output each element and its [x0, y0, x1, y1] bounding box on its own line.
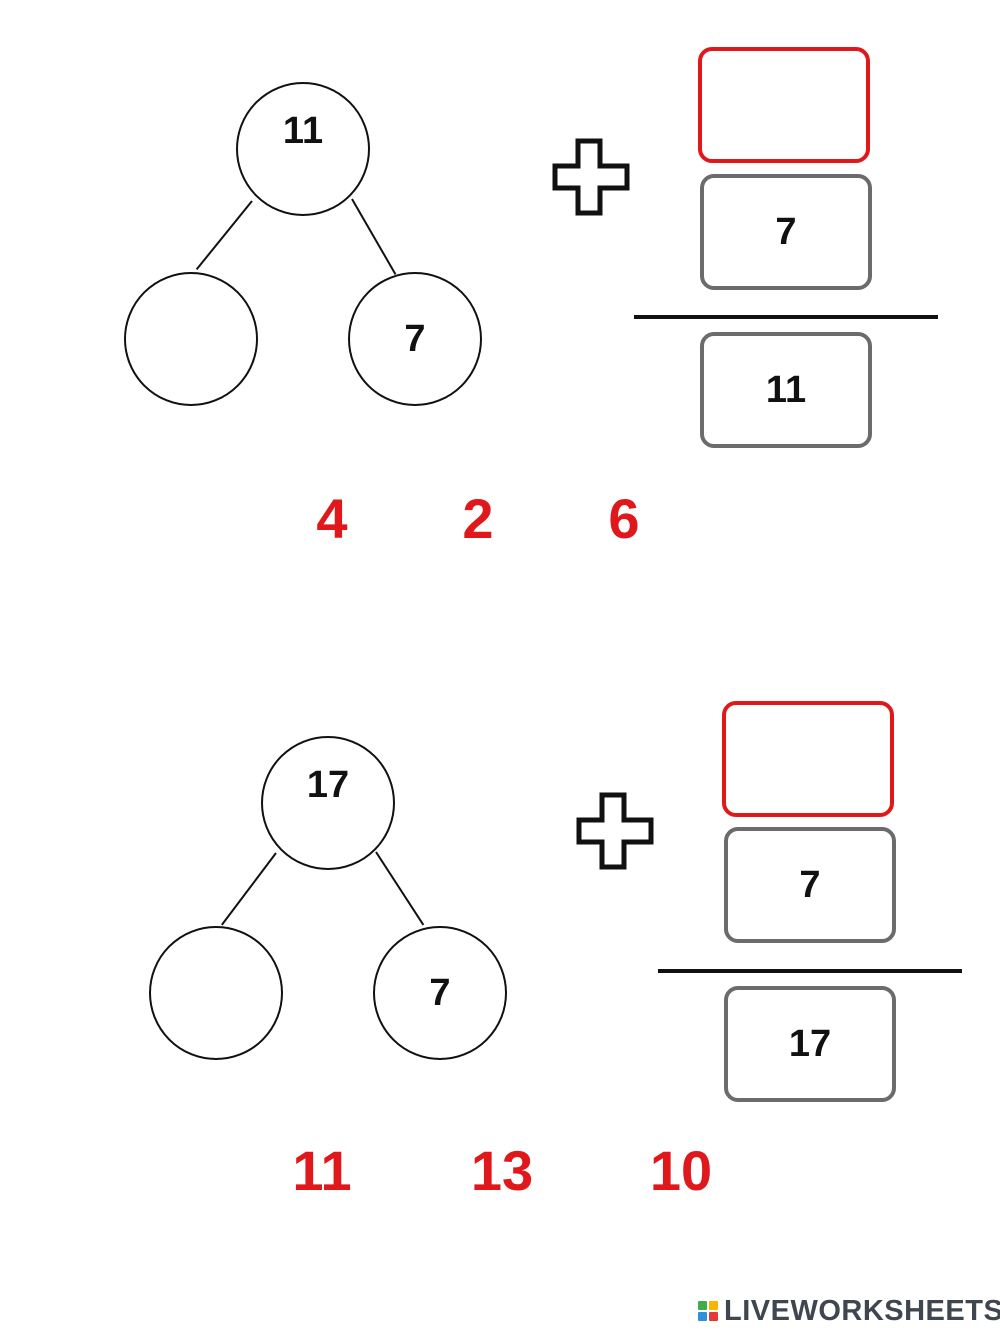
addend-given-box: 7: [724, 827, 896, 943]
logo-square: [698, 1312, 707, 1321]
bond-connector-right: [351, 198, 397, 275]
answer-option[interactable]: 10: [649, 1139, 713, 1202]
answer-option[interactable]: 11: [292, 1139, 352, 1202]
whole-value: 11: [282, 109, 324, 152]
sum-box: 17: [724, 986, 896, 1102]
sum-value: 17: [788, 1022, 832, 1065]
part-circle-missing[interactable]: [149, 926, 283, 1060]
plus-icon: [576, 792, 654, 870]
part-circle-missing[interactable]: [124, 272, 258, 406]
addend-given-value: 7: [775, 210, 797, 253]
whole-value: 17: [306, 763, 350, 806]
logo-square: [709, 1301, 718, 1310]
known-part-value: 7: [429, 971, 451, 1014]
whole-circle: 11: [236, 82, 370, 216]
whole-circle: 17: [261, 736, 395, 870]
logo-square: [698, 1301, 707, 1310]
bond-connector-right: [375, 851, 425, 926]
brand-footer[interactable]: LIVEWORKSHEETS: [698, 1294, 1000, 1327]
liveworksheets-logo-icon: [698, 1301, 718, 1321]
addend-answer-box[interactable]: [698, 47, 870, 163]
answer-option[interactable]: 13: [470, 1139, 534, 1202]
answer-option[interactable]: 2: [462, 487, 494, 550]
addend-given-box: 7: [700, 174, 872, 290]
bond-connector-left: [221, 852, 277, 926]
part-circle-known: 7: [373, 926, 507, 1060]
sum-box: 11: [700, 332, 872, 448]
known-part-value: 7: [404, 317, 426, 360]
sum-divider-line: [658, 969, 962, 973]
answer-option[interactable]: 6: [608, 487, 640, 550]
part-circle-known: 7: [348, 272, 482, 406]
addend-given-value: 7: [799, 863, 821, 906]
answer-option[interactable]: 4: [316, 487, 348, 550]
bond-connector-left: [195, 200, 253, 271]
logo-square: [709, 1312, 718, 1321]
sum-divider-line: [634, 315, 938, 319]
plus-icon: [552, 138, 630, 216]
sum-value: 11: [765, 368, 807, 411]
addend-answer-box[interactable]: [722, 701, 894, 817]
brand-name: LIVEWORKSHEETS: [724, 1294, 1000, 1327]
